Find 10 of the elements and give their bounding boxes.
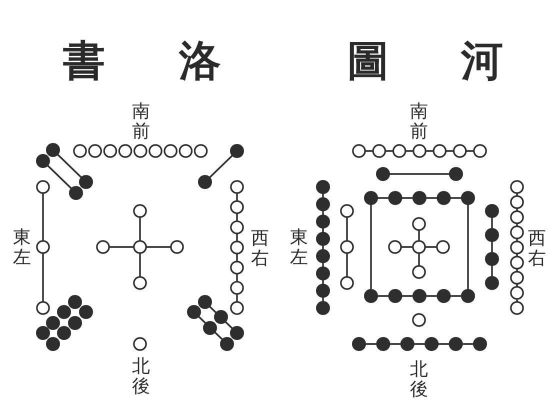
direction-label: 南前	[132, 102, 150, 142]
direction-label: 南前	[410, 102, 428, 142]
direction-label: 東左	[290, 228, 308, 268]
direction-label: 北後	[132, 357, 150, 397]
direction-label: 北後	[410, 360, 428, 400]
direction-label: 西右	[251, 229, 269, 269]
direction-label: 西右	[528, 229, 546, 269]
direction-label: 東左	[13, 228, 31, 268]
figure-label: 圖 河	[347, 40, 503, 82]
figure-label: 書 洛	[63, 40, 221, 82]
